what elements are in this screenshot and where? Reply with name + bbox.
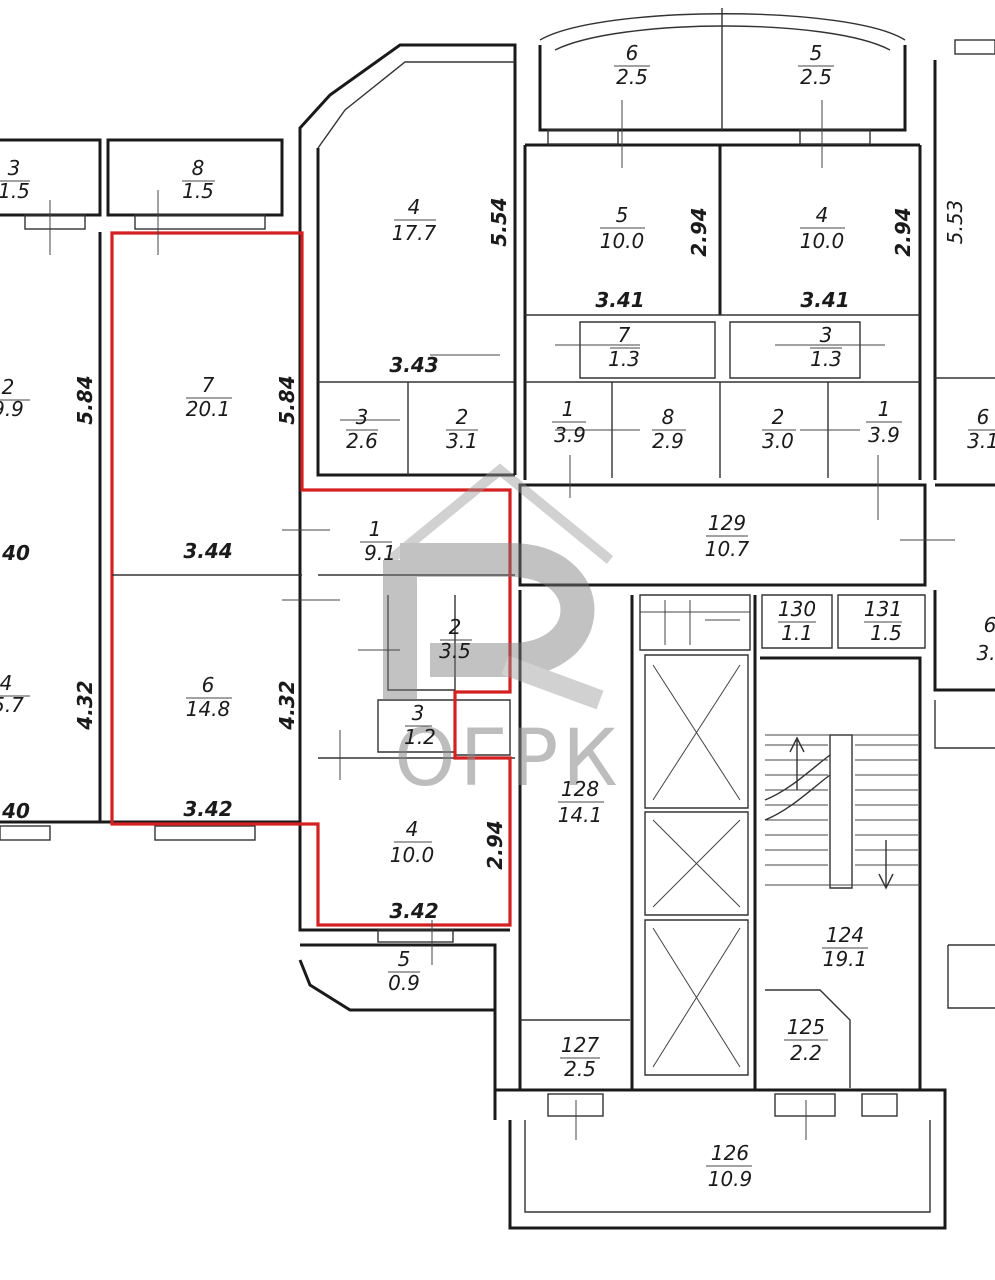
room-area: 2.9 [652,429,684,453]
room-number: 4 [406,817,419,841]
room-area: 3.1 [967,429,995,453]
room-area: 3. [976,641,995,665]
room-number: 1 [369,517,382,541]
room-number: 5 [810,41,823,65]
watermark-logo [383,463,614,710]
room-area: 2.5 [800,65,832,89]
dimension: 3.41 [595,288,644,312]
room-area: 2.2 [790,1041,822,1065]
room-number: 4 [816,203,829,227]
room-area: 10.9 [708,1167,753,1191]
room-area: 14.1 [558,803,603,827]
room-number: 5 [616,203,629,227]
room-area: 10.0 [800,229,845,253]
room-number: 1 [562,397,575,421]
apartment-outline [110,231,512,927]
room-number: 7 [618,323,631,347]
room-number: 2 [2,375,15,399]
dimension: 3.43 [389,353,438,377]
room-number: 2 [456,405,469,429]
room-area: 14.8 [186,697,231,721]
room-area: 1.5 [0,179,30,203]
room-area: 10.0 [390,843,435,867]
room-area: 2.6 [346,429,378,453]
room-area: 3.1 [446,429,478,453]
room-number: 6 [202,673,215,697]
room-number: 125 [787,1015,825,1039]
room-area: 2.5 [616,65,648,89]
dimension: 3.42 [389,899,438,923]
room-number: 2 [772,405,785,429]
room-area: 1.1 [781,621,813,645]
dimension: 4.32 [275,680,299,730]
room-number: 1 [878,397,891,421]
room-area: 0.9 [388,971,420,995]
stair-arrows [789,736,894,890]
dimension: 2.94 [483,820,507,869]
room-area: 1.2 [404,725,436,749]
dimension: 5.53 [943,200,967,245]
room-area: 10.7 [705,537,750,561]
room-number: 6 [977,405,990,429]
room-number: 127 [561,1033,599,1057]
room-area: 9.9 [0,397,24,421]
room-number: 3 [412,701,425,725]
room-number: 6 [984,613,995,637]
room-number: 131 [864,597,902,621]
room-area: 5.7 [0,693,24,717]
room-number: 4 [0,671,12,695]
room-number: 6 [626,41,639,65]
room-area: 2.5 [564,1057,596,1081]
room-labels: 3 1.5 8 1.5 2 9.9 4 5.7 7 20.1 6 14.8 1 … [0,41,995,1191]
room-area: 9.1 [364,541,396,565]
room-area: 3.9 [554,423,586,447]
dimension: 5.54 [487,197,511,246]
room-number: 4 [408,195,421,219]
dimension: 4.32 [73,680,97,730]
room-number: 3 [356,405,369,429]
dimension: 40 [1,541,30,565]
room-number: 3 [820,323,833,347]
room-area: 3.0 [762,429,794,453]
dimension: 40 [1,799,30,823]
room-number: 3 [8,156,21,180]
room-number: 124 [826,923,864,947]
room-area: 17.7 [392,221,437,245]
dimension: 3.41 [800,288,849,312]
room-number: 2 [449,615,462,639]
room-number: 126 [711,1141,749,1165]
dimension: 5.84 [275,375,299,424]
dimension-labels: 5.84 4.32 40 40 5.84 3.44 4.32 3.42 2.94… [1,197,967,923]
watermark-text: ОГРК [394,714,621,804]
dimension: 5.84 [73,375,97,424]
room-number: 7 [202,373,215,397]
dimension: 3.42 [183,797,232,821]
room-area: 3.9 [868,423,900,447]
room-area: 3.5 [439,639,471,663]
walls [0,8,995,1230]
room-tick-marks [49,100,955,1140]
room-area: 1.3 [608,347,640,371]
room-area: 1.5 [182,179,214,203]
room-area: 1.5 [870,621,902,645]
dimension: 3.44 [183,539,232,563]
room-number: 128 [561,777,599,801]
room-area: 1.3 [810,347,842,371]
room-number: 5 [398,947,411,971]
dimension: 2.94 [891,207,915,256]
dimension: 2.94 [687,207,711,256]
room-number: 129 [708,511,746,535]
room-area: 10.0 [600,229,645,253]
room-number: 8 [192,156,205,180]
room-number: 130 [778,597,816,621]
room-area: 20.1 [186,397,231,421]
room-area: 19.1 [823,947,868,971]
room-number: 8 [662,405,675,429]
